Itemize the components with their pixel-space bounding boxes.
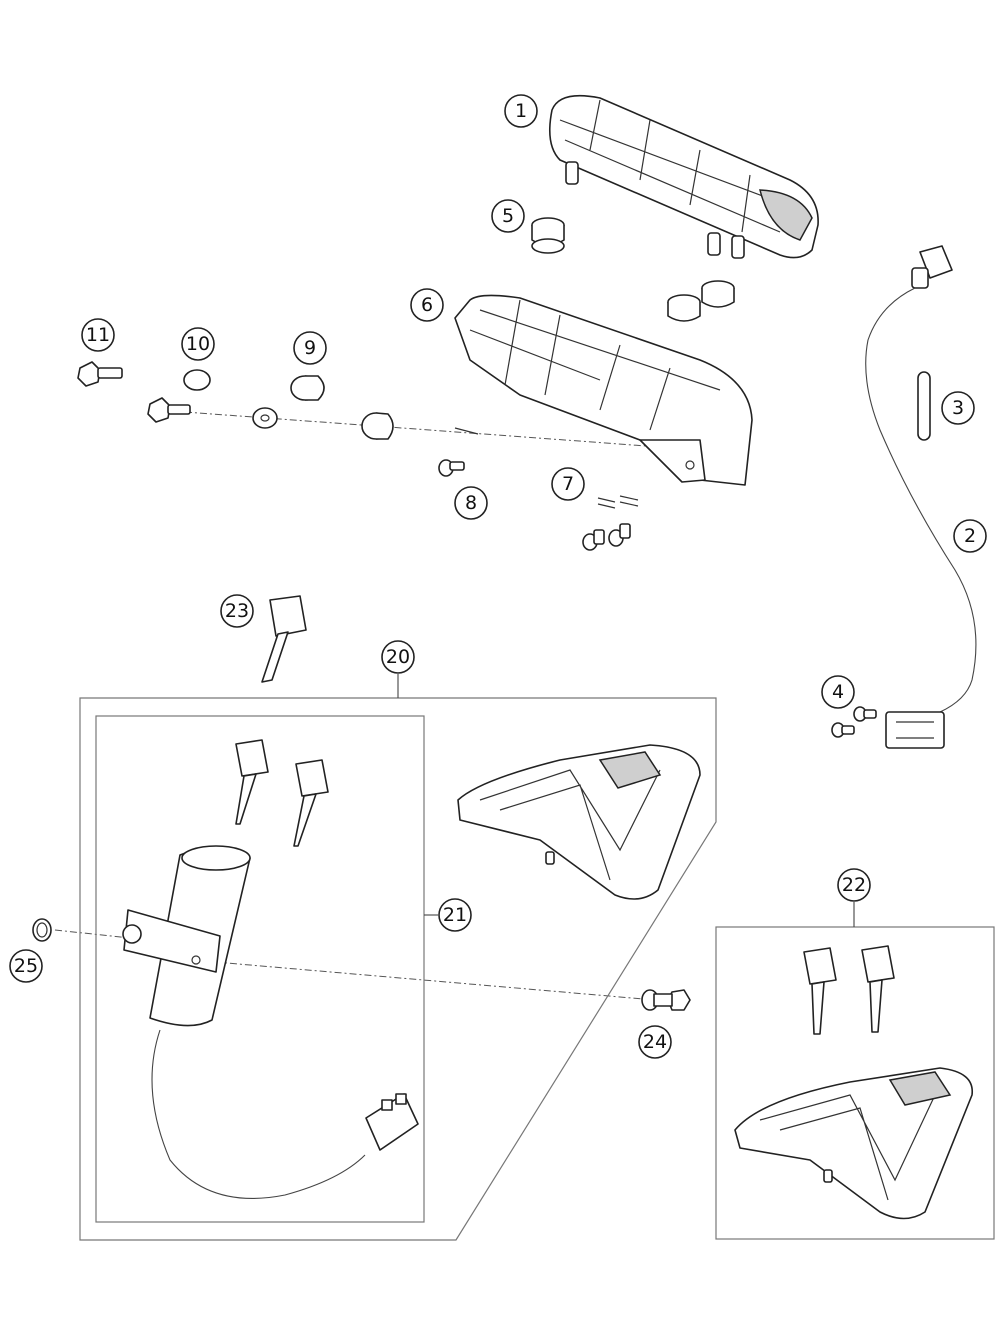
svg-text:8: 8 [465,492,477,514]
group-frame-22 [715,926,995,1240]
callout-8[interactable]: 8 [454,486,488,520]
callout-2[interactable]: 2 [953,519,987,553]
svg-text:4: 4 [832,681,844,703]
rubber-grommets[interactable] [531,217,735,322]
svg-text:9: 9 [304,337,316,359]
callout-5[interactable]: 5 [491,199,525,233]
svg-text:5: 5 [502,205,514,227]
svg-text:6: 6 [421,294,433,316]
callout-21[interactable]: 21 [438,898,472,932]
callout-10[interactable]: 10 [181,327,215,361]
svg-text:3: 3 [952,397,964,419]
key-23[interactable] [261,595,307,683]
callout-11[interactable]: 11 [81,318,115,352]
svg-text:1: 1 [515,100,527,122]
keys-and-cover-22[interactable] [734,945,973,1220]
callout-7[interactable]: 7 [551,467,585,501]
svg-text:21: 21 [443,904,467,926]
ignition-lock[interactable] [122,845,419,1199]
callout-24[interactable]: 24 [638,1025,672,1059]
washer[interactable] [183,369,278,429]
svg-text:11: 11 [86,324,110,346]
callout-4[interactable]: 4 [821,675,855,709]
cable-clip[interactable] [917,371,931,441]
svg-text:20: 20 [386,646,410,668]
callout-9[interactable]: 9 [293,331,327,365]
instrument-cluster[interactable] [549,94,819,259]
svg-text:7: 7 [562,473,574,495]
keys-21[interactable] [235,739,329,847]
screws-4[interactable] [831,706,877,738]
rubber-bushing[interactable] [290,375,394,440]
group-frame-20 [79,697,717,1241]
svg-text:24: 24 [643,1031,667,1053]
instrument-housing[interactable] [454,294,753,486]
callout-6[interactable]: 6 [410,288,444,322]
bolt-24[interactable] [641,989,691,1011]
group-frame-21 [95,715,425,1223]
callout-1[interactable]: 1 [504,94,538,128]
o-ring[interactable] [32,918,52,942]
callout-3[interactable]: 3 [941,391,975,425]
pins-and-screws-7[interactable] [582,495,639,551]
svg-text:25: 25 [14,955,38,977]
svg-text:10: 10 [186,333,210,355]
screw-8[interactable] [438,427,479,477]
callout-20[interactable]: 20 [381,640,415,674]
callout-22[interactable]: 22 [837,868,871,902]
callout-25[interactable]: 25 [9,949,43,983]
svg-text:2: 2 [964,525,976,547]
tank-cover-20[interactable] [457,744,701,900]
svg-text:22: 22 [842,874,866,896]
flange-bolt[interactable] [77,361,191,423]
assembly-axis-ignition [54,929,656,1001]
speed-sensor-cable[interactable] [865,245,977,749]
svg-text:23: 23 [225,600,249,622]
callout-23[interactable]: 23 [220,594,254,628]
